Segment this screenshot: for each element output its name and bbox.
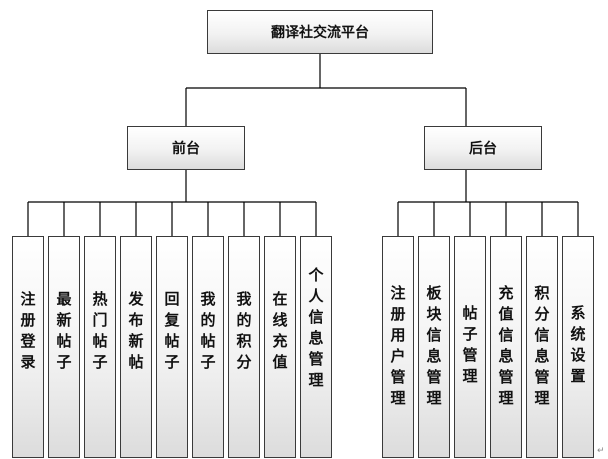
frontend-item-label: 热门帖子 xyxy=(92,290,108,371)
frontend-item-my-posts: 我的帖子 xyxy=(192,236,224,458)
frontend-item-hot-posts: 热门帖子 xyxy=(84,236,116,458)
backend-item-label: 积分信息管理 xyxy=(534,284,550,407)
backend-item-system-settings: 系统设置 xyxy=(562,236,594,458)
frontend-item-my-points: 我的积分 xyxy=(228,236,260,458)
frontend-item-label: 在线充值 xyxy=(272,290,288,371)
frontend-item-label: 我的积分 xyxy=(236,290,252,371)
backend-item-board-management: 板块信息管理 xyxy=(418,236,450,458)
frontend-item-latest-posts: 最新帖子 xyxy=(48,236,80,458)
frontend-item-register-login: 注册登录 xyxy=(12,236,44,458)
backend-item-label: 充值信息管理 xyxy=(498,284,514,407)
frontend-item-reply-post: 回复帖子 xyxy=(156,236,188,458)
backend-node: 后台 xyxy=(424,126,542,170)
paragraph-mark: ↵ xyxy=(597,446,605,456)
backend-item-label: 板块信息管理 xyxy=(426,284,442,407)
backend-label: 后台 xyxy=(469,141,497,157)
frontend-item-personal-info: 个人信息管理 xyxy=(300,236,332,458)
backend-item-label: 帖子管理 xyxy=(462,304,478,385)
frontend-item-label: 最新帖子 xyxy=(56,290,72,371)
frontend-item-label: 我的帖子 xyxy=(200,290,216,371)
backend-item-label: 系统设置 xyxy=(570,304,586,385)
frontend-item-online-recharge: 在线充值 xyxy=(264,236,296,458)
frontend-item-label: 发布新帖 xyxy=(128,290,144,371)
frontend-node: 前台 xyxy=(127,126,245,170)
frontend-item-label: 回复帖子 xyxy=(164,290,180,371)
backend-item-post-management: 帖子管理 xyxy=(454,236,486,458)
backend-item-user-management: 注册用户管理 xyxy=(382,236,414,458)
root-label: 翻译社交流平台 xyxy=(271,25,369,41)
backend-item-recharge-management: 充值信息管理 xyxy=(490,236,522,458)
backend-item-label: 注册用户管理 xyxy=(390,284,406,407)
frontend-item-label: 个人信息管理 xyxy=(308,266,324,389)
root-node: 翻译社交流平台 xyxy=(207,10,433,54)
frontend-label: 前台 xyxy=(172,141,200,157)
frontend-item-new-post: 发布新帖 xyxy=(120,236,152,458)
backend-item-points-management: 积分信息管理 xyxy=(526,236,558,458)
frontend-item-label: 注册登录 xyxy=(20,290,36,371)
